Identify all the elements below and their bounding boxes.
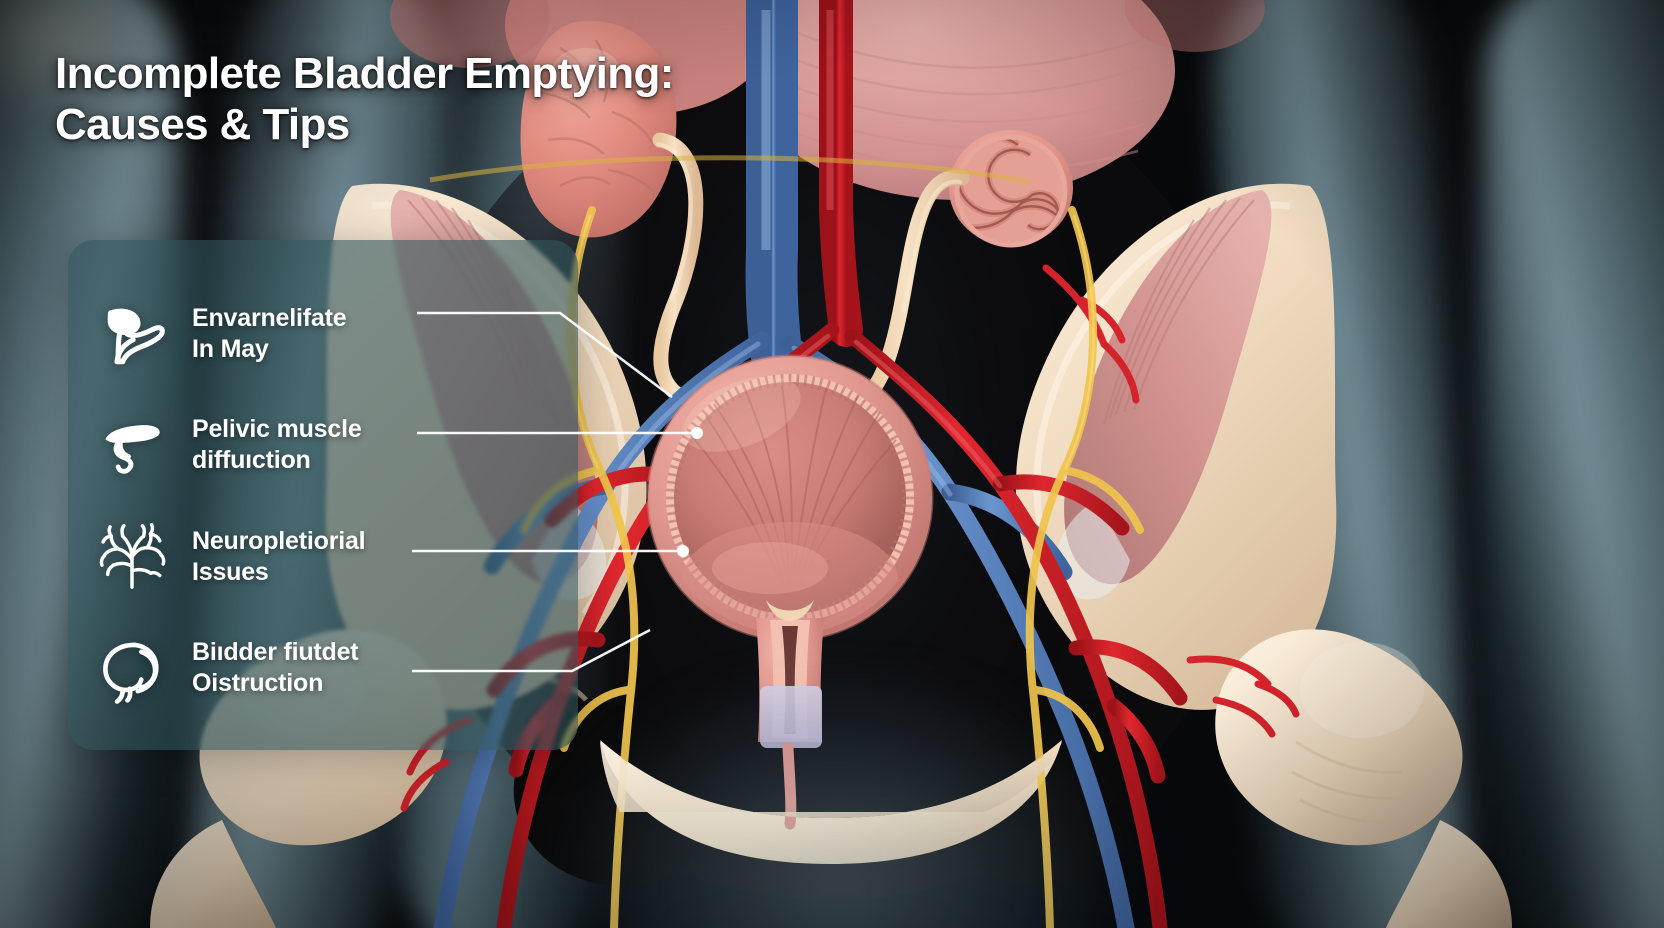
- bladder-filled-icon: [94, 296, 170, 372]
- legend-item-3-line-1: Neuropletiorial: [192, 526, 366, 555]
- legend-item-2-label: Pelivic muscle diffuıction: [192, 414, 362, 476]
- legend-item-4-line-2: Oistruction: [192, 669, 324, 698]
- bladder-outline-icon: [94, 630, 170, 706]
- legend-item-2[interactable]: Pelivic muscle diffuıction: [94, 390, 552, 502]
- legend-item-2-line-1: Pelivic muscle: [192, 415, 362, 444]
- legend-item-3[interactable]: Neuropletiorial Issues: [94, 501, 552, 613]
- legend-item-3-line-2: Issues: [192, 557, 269, 586]
- legend-item-3-label: Neuropletiorial Issues: [192, 526, 366, 588]
- nerve-branch-icon: [94, 519, 170, 595]
- title-line-1: Incomplete Bladder Emptying:: [55, 49, 674, 98]
- legend-item-2-line-2: diffuıction: [192, 446, 311, 475]
- bottom-glow: [560, 678, 1120, 928]
- legend-item-1-line-2: In May: [192, 334, 269, 363]
- title-line-2: Causes & Tips: [55, 100, 350, 150]
- legend-item-1[interactable]: Envarnelifate In May: [94, 278, 552, 390]
- legend-item-4[interactable]: Biıdder fiutdet Oistruction: [94, 613, 552, 725]
- legend-item-4-line-1: Biıdder fiutdet: [192, 638, 359, 667]
- legend-item-4-label: Biıdder fiutdet Oistruction: [192, 637, 359, 699]
- page-title: Incomplete Bladder Emptying: Causes & Ti…: [55, 48, 674, 151]
- legend-item-1-line-1: Envarnelifate: [192, 303, 347, 332]
- pelvic-muscle-icon: [94, 407, 170, 483]
- causes-legend-panel: Envarnelifate In May Pelivic muscle diff…: [68, 240, 578, 750]
- legend-item-1-label: Envarnelifate In May: [192, 303, 347, 365]
